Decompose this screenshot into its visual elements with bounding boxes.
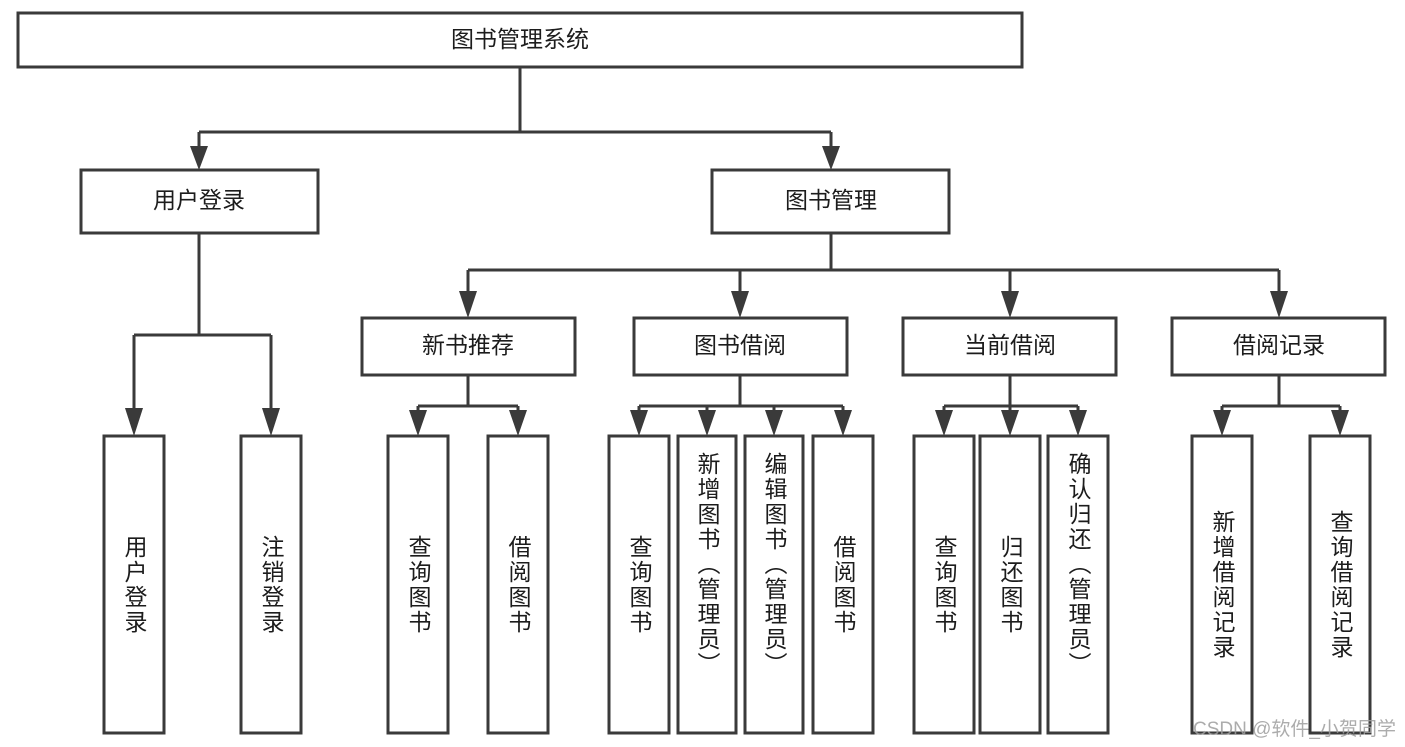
node-leaf-borrow-book-1[interactable]: 借阅图书 <box>486 434 550 735</box>
arrow-head-leaf-logout-login <box>262 408 280 436</box>
node-leaf-return-book-box[interactable] <box>978 434 1042 735</box>
arrow-head-leaf-borrow-book-1 <box>509 410 527 436</box>
node-root-box[interactable] <box>16 11 1024 69</box>
node-borrow-record[interactable]: 借阅记录 <box>1170 316 1387 377</box>
node-user-login-box[interactable] <box>79 168 320 235</box>
node-leaf-return-book[interactable]: 归还图书 <box>978 434 1042 735</box>
node-borrow-record-box[interactable] <box>1170 316 1387 377</box>
node-leaf-confirm-return-label: 确认归还（管理员） <box>1065 452 1092 677</box>
node-leaf-return-book-label: 归还图书 <box>997 535 1024 635</box>
node-book-management-box[interactable] <box>710 168 951 235</box>
node-leaf-query-book-3-label: 查询图书 <box>931 535 958 635</box>
node-leaf-user-login-label: 用户登录 <box>121 535 148 635</box>
node-book-borrow-label: 图书借阅 <box>694 332 786 358</box>
node-leaf-query-record-box[interactable] <box>1308 434 1372 735</box>
connector-group-book-borrow <box>630 375 852 436</box>
connector-group-user-login <box>125 233 280 436</box>
arrow-head-current-borrow <box>1001 291 1019 318</box>
arrow-head-book-borrow <box>731 291 749 318</box>
connector-group-borrow-record <box>1213 375 1349 436</box>
node-book-borrow-box[interactable] <box>632 316 849 377</box>
node-leaf-query-book-1-box[interactable] <box>386 434 450 735</box>
arrow-head-leaf-user-login <box>125 408 143 436</box>
node-leaf-logout-login-box[interactable] <box>239 434 303 735</box>
node-root[interactable]: 图书管理系统 <box>16 11 1024 69</box>
connector-group-new-book-recommend <box>409 375 527 436</box>
node-leaf-query-book-2-label: 查询图书 <box>626 535 653 635</box>
arrow-head-leaf-return-book <box>1001 410 1019 436</box>
node-book-management-label: 图书管理 <box>785 187 877 213</box>
node-leaf-confirm-return[interactable]: 确认归还（管理员） <box>1046 434 1110 735</box>
node-leaf-query-book-1-label: 查询图书 <box>405 535 432 635</box>
node-leaf-query-book-3[interactable]: 查询图书 <box>912 434 976 735</box>
arrow-head-leaf-query-book-2 <box>630 410 648 436</box>
node-borrow-record-label: 借阅记录 <box>1233 332 1325 358</box>
node-leaf-query-book-2-box[interactable] <box>607 434 671 735</box>
node-leaf-borrow-book-2-label: 借阅图书 <box>830 535 857 635</box>
arrow-head-leaf-edit-book <box>765 410 783 436</box>
connector-group-book-management <box>459 233 1288 318</box>
node-leaf-add-record-box[interactable] <box>1190 434 1254 735</box>
node-leaf-query-record[interactable]: 查询借阅记录 <box>1308 434 1372 735</box>
node-leaf-borrow-book-2-box[interactable] <box>811 434 875 735</box>
arrow-head-leaf-query-record <box>1331 410 1349 436</box>
arrow-head-leaf-query-book-1 <box>409 410 427 436</box>
node-leaf-edit-book-label: 编辑图书（管理员） <box>761 452 788 677</box>
csdn-watermark: CSDN @软件_小贺同学 <box>1193 718 1396 740</box>
node-leaf-add-book-box[interactable] <box>676 434 738 735</box>
node-leaf-query-book-1[interactable]: 查询图书 <box>386 434 450 735</box>
node-leaf-add-record-label: 新增借阅记录 <box>1209 510 1236 660</box>
node-current-borrow[interactable]: 当前借阅 <box>901 316 1118 377</box>
node-leaf-add-book[interactable]: 新增图书（管理员） <box>676 434 738 735</box>
node-leaf-confirm-return-box[interactable] <box>1046 434 1110 735</box>
node-leaf-query-book-2[interactable]: 查询图书 <box>607 434 671 735</box>
node-leaf-add-book-label: 新增图书（管理员） <box>694 452 721 677</box>
node-leaf-add-record[interactable]: 新增借阅记录 <box>1190 434 1254 735</box>
node-leaf-edit-book-box[interactable] <box>743 434 805 735</box>
arrow-head-new-book-recommend <box>459 291 477 318</box>
arrow-head-user-login <box>190 146 208 170</box>
node-current-borrow-box[interactable] <box>901 316 1118 377</box>
arrow-head-leaf-confirm-return <box>1069 410 1087 436</box>
node-user-login[interactable]: 用户登录 <box>79 168 320 235</box>
node-leaf-borrow-book-2[interactable]: 借阅图书 <box>811 434 875 735</box>
node-book-borrow[interactable]: 图书借阅 <box>632 316 849 377</box>
connector-group-current-borrow <box>935 375 1087 436</box>
node-leaf-logout-login[interactable]: 注销登录 <box>239 434 303 735</box>
node-book-management[interactable]: 图书管理 <box>710 168 951 235</box>
node-root-label: 图书管理系统 <box>451 26 589 52</box>
connector-group-root <box>190 67 840 170</box>
arrow-head-leaf-add-record <box>1213 410 1231 436</box>
node-new-book-recommend-label: 新书推荐 <box>422 332 514 358</box>
node-leaf-query-record-label: 查询借阅记录 <box>1327 510 1354 660</box>
node-leaf-user-login[interactable]: 用户登录 <box>102 434 166 735</box>
node-leaf-borrow-book-1-label: 借阅图书 <box>505 535 532 635</box>
node-new-book-recommend-box[interactable] <box>360 316 577 377</box>
node-leaf-query-book-3-box[interactable] <box>912 434 976 735</box>
arrow-head-borrow-record <box>1270 291 1288 318</box>
arrow-head-leaf-query-book-3 <box>935 410 953 436</box>
arrow-head-leaf-add-book <box>698 410 716 436</box>
arrow-head-book-management <box>822 146 840 170</box>
node-leaf-user-login-box[interactable] <box>102 434 166 735</box>
arrow-head-leaf-borrow-book-2 <box>834 410 852 436</box>
node-current-borrow-label: 当前借阅 <box>964 332 1056 358</box>
node-leaf-edit-book[interactable]: 编辑图书（管理员） <box>743 434 805 735</box>
node-leaf-logout-login-label: 注销登录 <box>258 535 285 635</box>
node-user-login-label: 用户登录 <box>153 187 245 213</box>
node-new-book-recommend[interactable]: 新书推荐 <box>360 316 577 377</box>
node-leaf-borrow-book-1-box[interactable] <box>486 434 550 735</box>
